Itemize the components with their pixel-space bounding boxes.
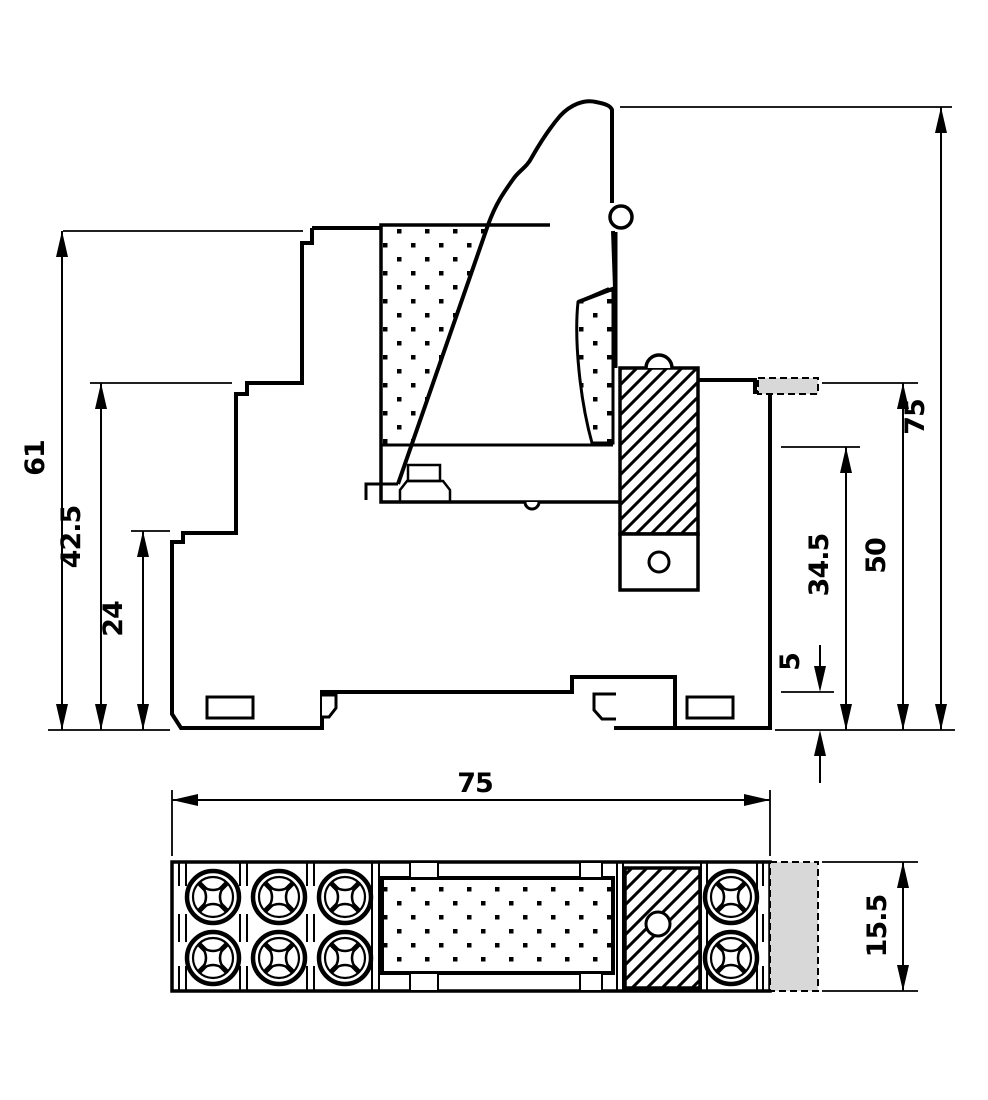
terminal-top-boss (644, 353, 674, 369)
socket-pedestal (398, 479, 452, 502)
rail-claw-right (592, 692, 616, 721)
screw-head (250, 929, 308, 987)
screw-head (316, 929, 374, 987)
dimension-width-terminal: 34.5 (781, 446, 860, 730)
relay-body-section (381, 225, 488, 445)
dim-label-width-rail-top: 50 (861, 538, 892, 574)
socket-detent (523, 501, 541, 511)
dimension-depth: 15.5 (822, 861, 918, 992)
screw-head (184, 929, 242, 987)
screw-head (184, 868, 242, 926)
bottom-view: 75 15.5 (170, 768, 918, 993)
dim-label-height-total: 61 (20, 440, 51, 476)
dim-label-rail-offset: 5 (775, 653, 806, 671)
dim-label-width-terminal: 34.5 (804, 534, 835, 597)
dim-label-width-total-bottom: 75 (457, 768, 493, 799)
terminal-dividers (178, 862, 764, 991)
clip-window-right (685, 695, 735, 720)
terminal-lower-box (618, 532, 700, 592)
terminal-hole (647, 550, 671, 574)
side-view: 61 42.5 24 75 50 (20, 99, 955, 783)
dim-label-height-step-lower: 24 (98, 601, 129, 637)
screw-head (316, 868, 374, 926)
screw-terminals (184, 868, 760, 987)
footprint-tab (409, 861, 439, 879)
ejector-lever (396, 99, 618, 485)
screw-head (702, 868, 760, 926)
socket-contact (406, 463, 442, 483)
footprint-tab (409, 972, 439, 992)
lever-pivot (608, 204, 634, 230)
dimension-height-step-upper: 42.5 (56, 382, 232, 730)
terminal-block-section (618, 366, 700, 536)
relay-block-frame (379, 223, 620, 504)
din-rail-dashed-side (757, 377, 819, 395)
dimension-height-step-lower: 24 (98, 530, 170, 730)
clip-window-left (205, 695, 255, 720)
dimension-width-rail-top: 50 (822, 382, 918, 730)
rail-claw-left (322, 693, 338, 719)
footprint-tab (579, 861, 603, 879)
din-rail-dashed-bottom (769, 861, 819, 992)
dim-label-depth: 15.5 (862, 895, 893, 958)
dimension-width-total-bottom: 75 (171, 768, 771, 856)
relay-body-strip-section (575, 287, 615, 445)
dimension-rail-offset: 5 (775, 645, 834, 783)
footprint-tab (579, 972, 603, 992)
lever-foot (364, 482, 398, 500)
screw-head (250, 868, 308, 926)
dim-label-height-step-upper: 42.5 (56, 506, 87, 569)
dimension-height-total: 61 (20, 230, 303, 731)
terminal-hole-bottom (644, 910, 672, 938)
screw-head (702, 929, 760, 987)
relay-footprint (380, 876, 615, 975)
